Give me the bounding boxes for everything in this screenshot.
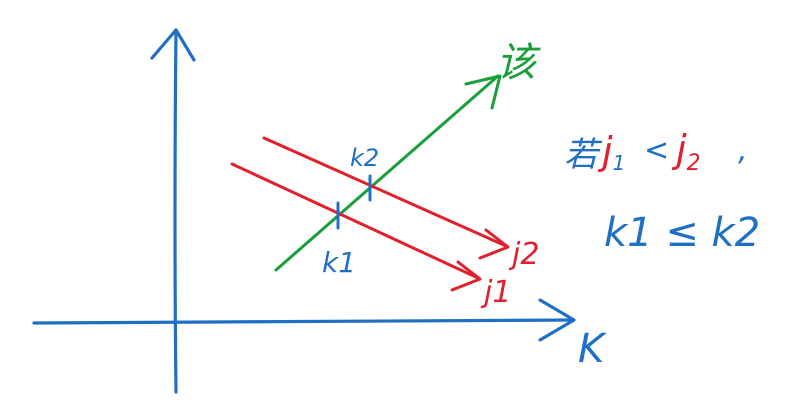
y-axis-arrowhead bbox=[150, 28, 196, 62]
green-line bbox=[274, 74, 502, 272]
red-line-lower bbox=[230, 162, 482, 292]
note-line-2: k1 ≤ k2 bbox=[604, 210, 760, 256]
green-line-body bbox=[274, 74, 500, 272]
note-prefix: 若 bbox=[564, 135, 603, 175]
x-axis-label: K bbox=[578, 326, 607, 372]
x-axis-arrowhead bbox=[538, 298, 576, 342]
note-j2: j2 bbox=[671, 127, 701, 176]
note-less-than: < bbox=[644, 133, 669, 168]
intersection-ticks bbox=[336, 174, 372, 230]
red-line-lower-label: j1 bbox=[480, 275, 511, 310]
red-line-upper bbox=[262, 136, 510, 260]
green-line-label: 该 bbox=[496, 40, 541, 86]
red-line-upper-arrowhead bbox=[478, 228, 510, 260]
red-line-lower-arrowhead bbox=[450, 260, 482, 292]
tick-lower-label: k1 bbox=[322, 246, 356, 279]
note-j1: j1 bbox=[597, 129, 625, 175]
axes bbox=[32, 28, 576, 394]
note-j2-letter: j bbox=[671, 127, 687, 171]
note-comma: , bbox=[738, 133, 748, 168]
red-line-upper-label: j2 bbox=[508, 237, 539, 272]
green-line-arrowhead bbox=[464, 74, 502, 110]
x-axis bbox=[32, 318, 574, 325]
y-axis bbox=[173, 28, 178, 394]
red-line-lower-label-text: j1 bbox=[480, 275, 511, 310]
tick-upper-label: k2 bbox=[350, 144, 379, 172]
note-j1-letter: j bbox=[597, 129, 613, 173]
red-line-lower-body bbox=[230, 162, 480, 280]
note-j1-sub: 1 bbox=[613, 151, 626, 175]
red-line-upper-body bbox=[262, 136, 508, 248]
note-line-1: 若 j1 < j2 , bbox=[564, 127, 748, 176]
red-line-upper-label-text: j2 bbox=[508, 237, 539, 272]
note-j2-sub: 2 bbox=[687, 151, 701, 176]
